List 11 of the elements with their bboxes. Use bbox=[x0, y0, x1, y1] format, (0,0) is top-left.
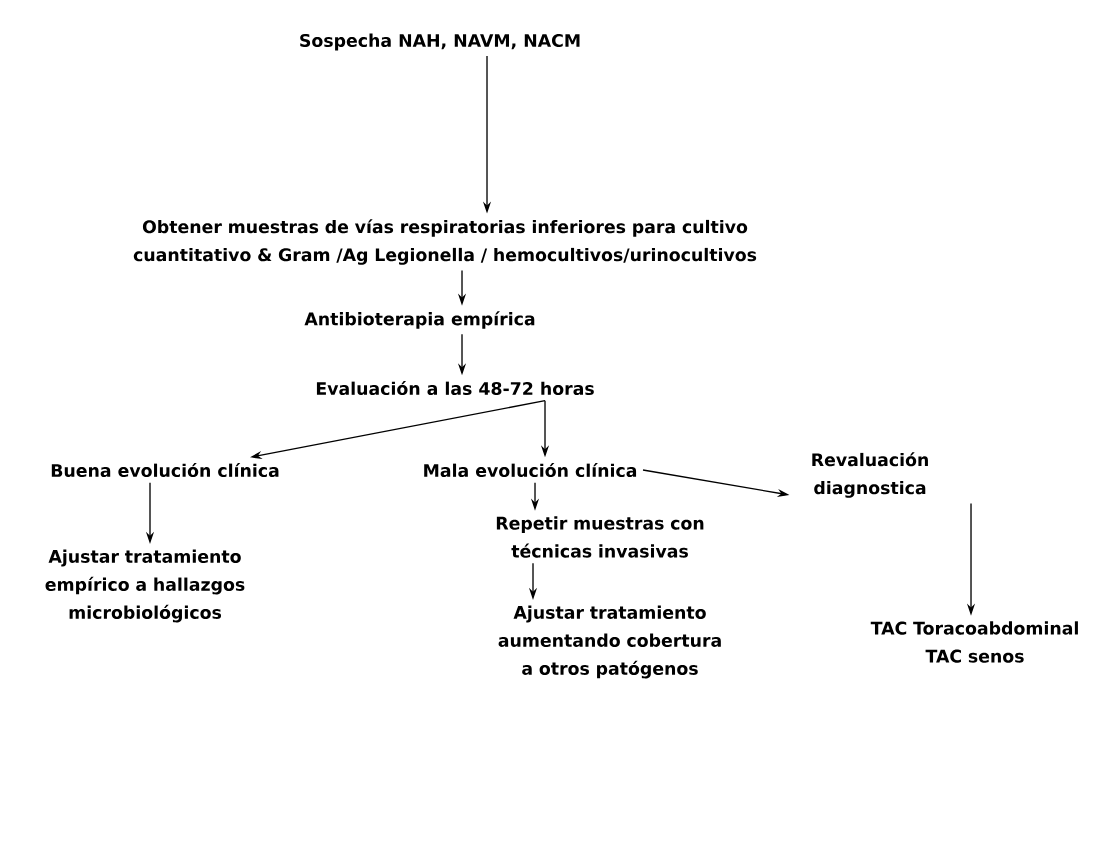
step-text: Obtener muestras de vías respiratorias inferiores para cultivo cuantitativo & Gram /Ag Legionella / hemocultivos/urinocultivos bbox=[133, 219, 757, 265]
step-text: Ajustar tratamiento aumentando cobertura a otros patógenos bbox=[498, 605, 721, 679]
step-text: Revaluación diagnostica bbox=[812, 452, 928, 498]
step-text: Buena evolución clínica bbox=[51, 462, 279, 478]
step-text: Mala evolución clínica bbox=[424, 462, 637, 478]
step-text: Antibioterapia empírica bbox=[304, 311, 535, 329]
step-text: Repetir muestras con técnicas invasivas bbox=[496, 516, 704, 558]
step-text: TAC Toracoabdominal TAC senos bbox=[870, 621, 1078, 663]
step-text: Sospecha NAH, NAVM, NACM bbox=[300, 33, 580, 51]
step-text: Ajustar tratamiento empírico a hallazgos microbiológicos bbox=[45, 549, 245, 623]
step-text: Evaluación a las 48-72 horas bbox=[316, 380, 594, 396]
